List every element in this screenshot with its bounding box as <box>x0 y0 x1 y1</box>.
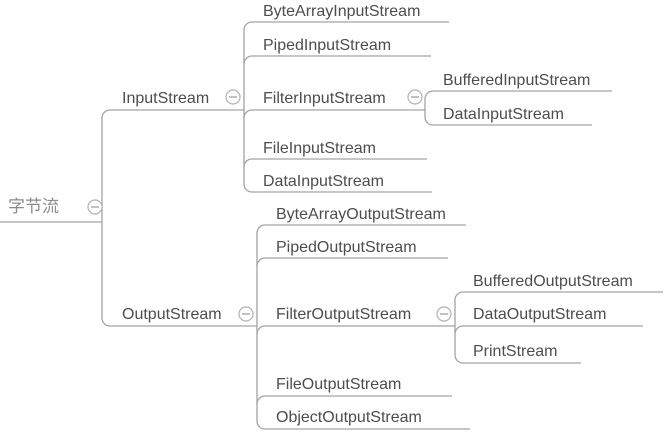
collapse-icon-outputstream[interactable] <box>238 306 254 322</box>
node-inputstream[interactable]: InputStream <box>122 90 209 107</box>
connector-pipedoutputstream-underline <box>256 257 448 267</box>
node-bytearrayinputstream[interactable]: ByteArrayInputStream <box>263 3 420 20</box>
connectors <box>0 21 663 430</box>
node-fileinputstream[interactable]: FileInputStream <box>263 140 376 157</box>
node-pipedoutputstream[interactable]: PipedOutputStream <box>276 239 417 256</box>
collapse-icon-filterinputstream[interactable] <box>407 89 423 105</box>
node-filterinputstream[interactable]: FilterInputStream <box>263 90 386 107</box>
node-dataoutputstream[interactable]: DataOutputStream <box>473 306 606 323</box>
connector-pipedinputstream-underline <box>243 55 431 65</box>
node-fileoutputstream[interactable]: FileOutputStream <box>276 376 401 393</box>
node-root[interactable]: 字节流 <box>8 197 59 216</box>
connector-fileinputstream-underline <box>243 158 427 168</box>
connector-filterinputstream-underline <box>243 109 425 119</box>
connector-filterinputstream-trunk <box>424 90 434 126</box>
node-bytearrayoutputstream[interactable]: ByteArrayOutputStream <box>276 206 446 223</box>
connector-inputstream-trunk <box>243 21 253 193</box>
connector-filteroutputstream-trunk <box>454 291 464 364</box>
connector-root-trunk <box>101 109 111 327</box>
node-bufferedoutputstream[interactable]: BufferedOutputStream <box>473 273 633 290</box>
collapse-icon-filteroutputstream[interactable] <box>436 306 452 322</box>
node-printstream[interactable]: PrintStream <box>473 343 557 360</box>
node-bufferedinputstream[interactable]: BufferedInputStream <box>443 72 590 89</box>
node-objectoutputstream[interactable]: ObjectOutputStream <box>276 409 422 426</box>
connector-fileoutputstream-underline <box>256 395 452 405</box>
collapse-icon-root[interactable] <box>87 199 103 215</box>
node-datainputstream-child[interactable]: DataInputStream <box>443 106 564 123</box>
node-filteroutputstream[interactable]: FilterOutputStream <box>276 306 411 323</box>
connector-outputstream-trunk <box>256 224 266 430</box>
node-datainputstream[interactable]: DataInputStream <box>263 173 384 190</box>
connector-filteroutputstream-underline <box>256 325 455 335</box>
node-outputstream[interactable]: OutputStream <box>122 306 222 323</box>
collapse-icons <box>87 89 452 322</box>
collapse-icon-inputstream[interactable] <box>225 89 241 105</box>
node-pipedinputstream[interactable]: PipedInputStream <box>263 37 391 54</box>
nodes: 字节流 InputStream ByteArrayInputStream Pip… <box>8 3 633 426</box>
connector-dataoutputstream-underline <box>454 325 643 335</box>
